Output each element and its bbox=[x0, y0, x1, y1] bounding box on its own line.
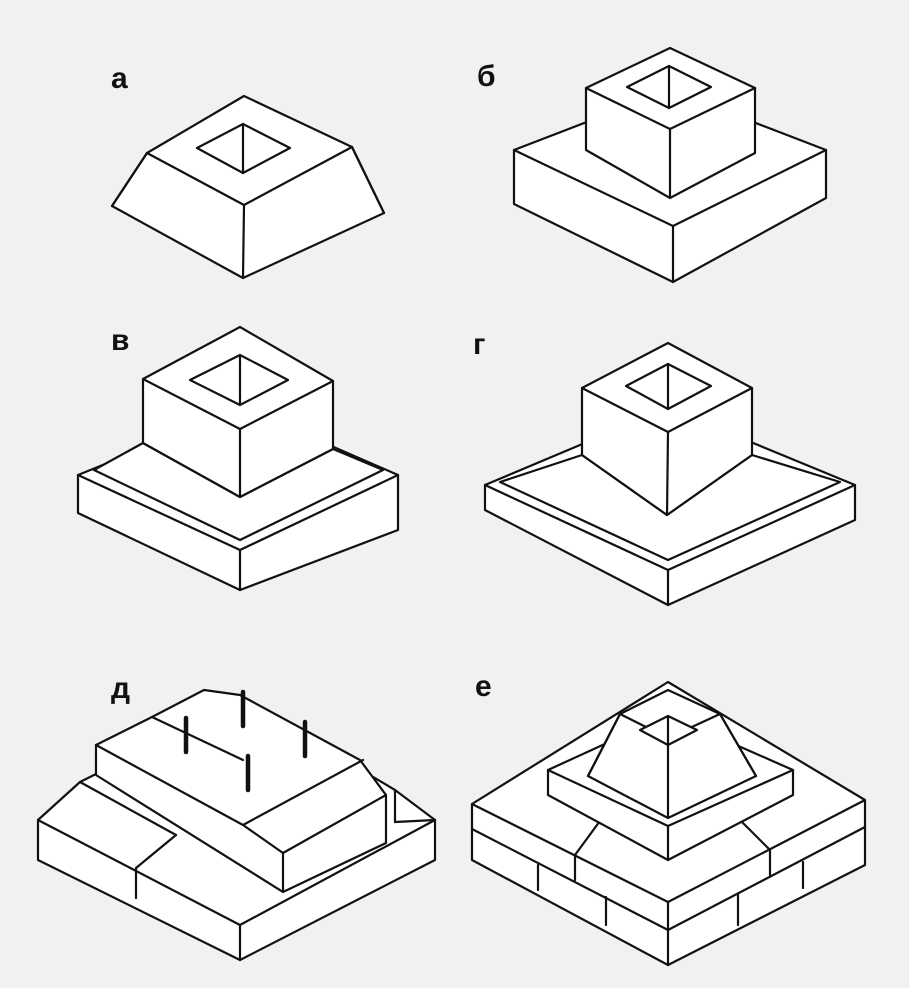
footing-d bbox=[36, 688, 437, 962]
panel-label-e: е bbox=[475, 670, 492, 703]
footing-a-right-slope bbox=[350, 145, 386, 215]
footing-d-lower-joint-1 bbox=[78, 780, 178, 837]
footing-d-lower-joint-5 bbox=[393, 818, 437, 824]
footing-e-pyramid-right-edge bbox=[718, 712, 758, 778]
footing-e-pyramid-left-edge bbox=[586, 712, 622, 778]
footing-d-upper-ridge bbox=[150, 715, 245, 762]
footing-d-lower-joint-2 bbox=[134, 833, 178, 870]
panel-label-a: а bbox=[111, 62, 128, 95]
footing-d-upper-chamfer-edge bbox=[241, 823, 285, 855]
footing-a-body bbox=[110, 94, 386, 280]
footing-v-column bbox=[141, 325, 335, 499]
panel-label-v: в bbox=[111, 324, 130, 357]
footing-d-rods bbox=[183, 689, 308, 793]
footing-d-upper-right-edge bbox=[281, 793, 388, 855]
panel-label-d: д bbox=[111, 672, 131, 705]
footing-a-left-slope bbox=[110, 151, 149, 208]
footing-g bbox=[483, 341, 857, 607]
footing-e-course-left bbox=[470, 827, 670, 932]
footing-a-front-edge bbox=[241, 203, 246, 280]
footing-d-upper-block bbox=[94, 688, 388, 894]
footing-g-column-front-edge bbox=[665, 430, 670, 517]
footing-e bbox=[470, 680, 867, 967]
footing-v bbox=[76, 325, 400, 592]
footing-a bbox=[110, 94, 386, 280]
footing-e-course-right bbox=[666, 825, 867, 932]
footing-b bbox=[512, 46, 828, 284]
panel-label-g: г bbox=[473, 328, 486, 361]
panel-label-b: б bbox=[477, 60, 496, 93]
